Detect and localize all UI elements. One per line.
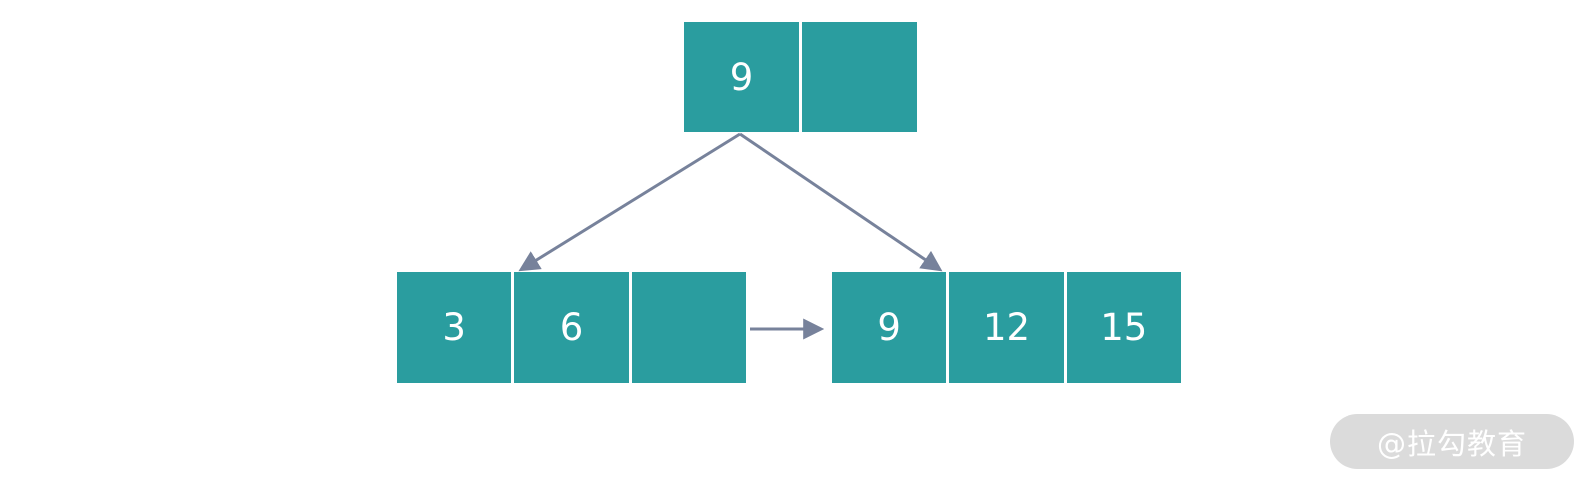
tree-cell-empty [631,272,746,383]
edge-root-to-left-arrow [518,132,741,272]
watermark-badge: @拉勾教育 [1330,414,1574,469]
tree-cell: 3 [397,272,512,383]
tree-cell-empty [802,22,917,132]
right-child-node: 9 12 15 [832,272,1181,383]
left-child-node: 3 6 [397,272,746,383]
root-node: 9 [684,22,917,132]
tree-cell: 15 [1066,272,1181,383]
edge-root-to-right-arrow [739,132,943,272]
tree-cell: 6 [514,272,629,383]
tree-cell: 9 [684,22,799,132]
tree-cell: 9 [832,272,947,383]
tree-cell: 12 [949,272,1064,383]
